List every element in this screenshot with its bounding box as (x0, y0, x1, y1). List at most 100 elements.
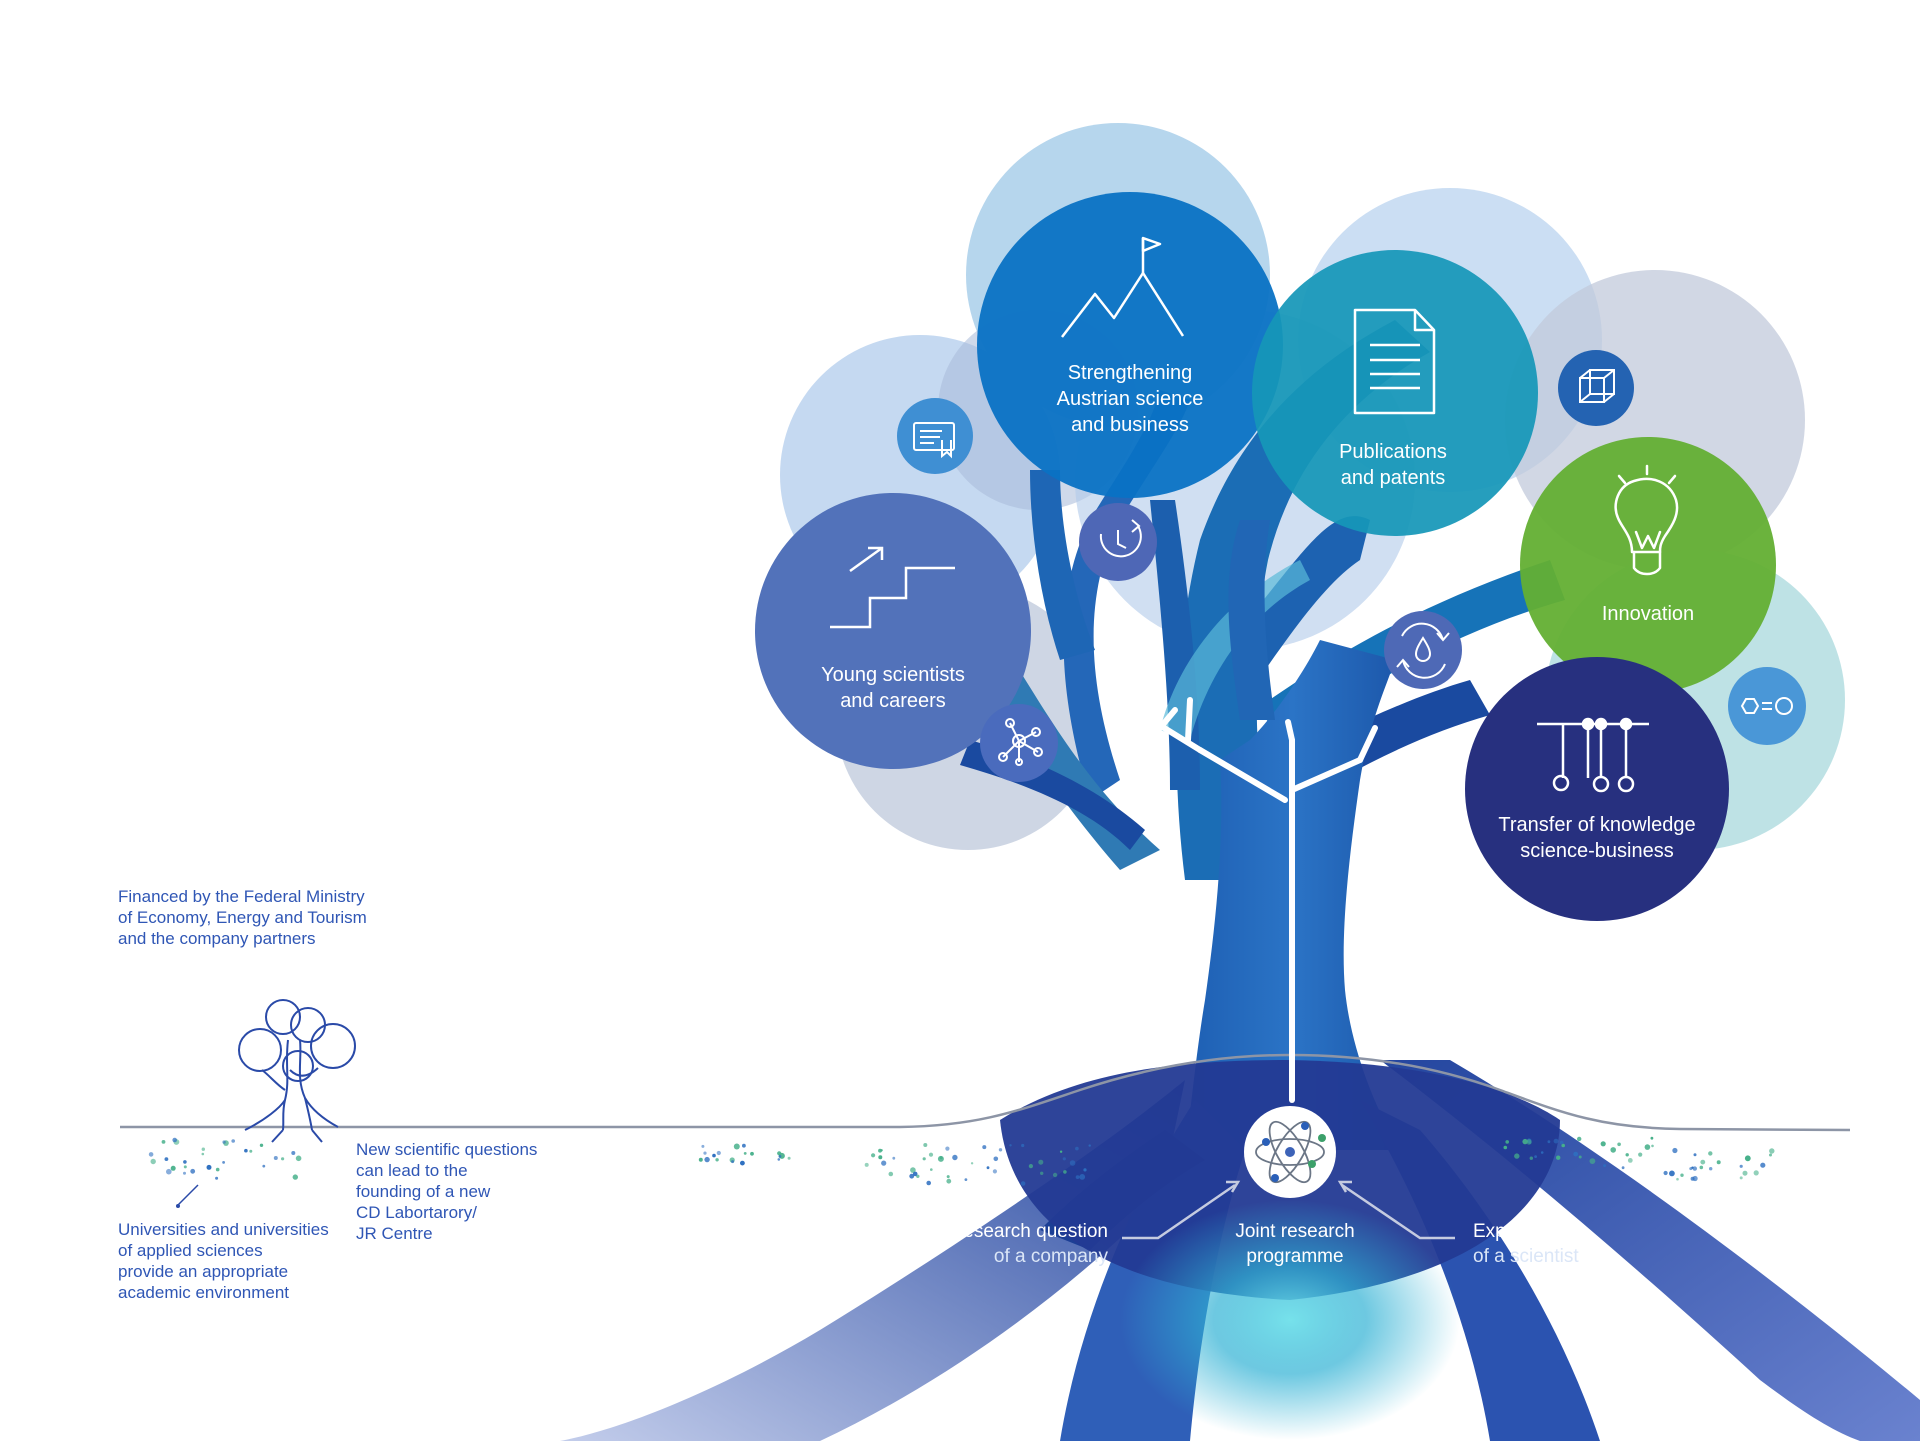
soil-dot (992, 1169, 998, 1174)
soil-dot (1052, 1172, 1058, 1178)
soil-dot (909, 1173, 915, 1179)
soil-dot (292, 1174, 298, 1180)
soil-dot (731, 1160, 735, 1164)
soil-dot (291, 1151, 296, 1155)
soil-dot (1617, 1142, 1621, 1147)
soil-dot (1079, 1174, 1086, 1180)
stairs-arrow-icon (830, 546, 955, 629)
soil-dot (787, 1156, 791, 1160)
soil-dot (281, 1157, 285, 1161)
soil-dot (1526, 1139, 1532, 1145)
soil-dot (1069, 1160, 1076, 1166)
soil-dot (1553, 1138, 1559, 1144)
soil-dot (1040, 1171, 1044, 1176)
soil-dot (1760, 1162, 1766, 1168)
soil-dot (1534, 1155, 1537, 1158)
soil-dot (946, 1178, 952, 1184)
newtons-cradle-icon (1537, 717, 1649, 793)
soil-dot (222, 1140, 226, 1144)
soil-dot (262, 1164, 266, 1168)
soil-dot (1573, 1151, 1579, 1157)
soil-dot (1708, 1151, 1713, 1156)
soil-dot (273, 1156, 278, 1160)
soil-dot (1088, 1144, 1091, 1147)
soil-dot (864, 1162, 869, 1167)
root-glow (1120, 1200, 1460, 1440)
lightbulb-icon (1614, 464, 1679, 576)
soil-dot (1503, 1145, 1508, 1150)
soil-dot (1693, 1153, 1697, 1157)
soil-dot (1075, 1146, 1079, 1151)
soil-dot (871, 1153, 876, 1158)
soil-dot (880, 1149, 883, 1152)
soil-dot (231, 1139, 235, 1143)
soil-dot (1769, 1148, 1775, 1154)
soil-dot (215, 1176, 219, 1180)
soil-dot (1059, 1150, 1063, 1153)
soil-dot (1753, 1170, 1759, 1176)
new-questions-note: New scientific questions can lead to the… (356, 1140, 538, 1243)
soil-dot (1739, 1176, 1743, 1180)
soil-dot (1769, 1153, 1772, 1157)
soil-dot (1038, 1159, 1044, 1165)
soil-dot (1589, 1158, 1596, 1164)
soil-dot (1627, 1158, 1633, 1163)
soil-dot (183, 1171, 186, 1175)
soil-dot (926, 1180, 931, 1186)
soil-dot (743, 1152, 747, 1155)
soil-dot (166, 1168, 172, 1175)
soil-dot (1621, 1166, 1625, 1170)
soil-dot (1559, 1140, 1564, 1145)
scientist-expertise-label: Expertise of a scientist (1473, 1221, 1579, 1267)
soil-dot (1744, 1155, 1751, 1162)
soil-dot (701, 1144, 705, 1148)
hexagon-equals-circle-icon (1740, 697, 1793, 715)
universities-note: Universities and universities of applied… (118, 1220, 329, 1302)
soil-dot (206, 1164, 212, 1170)
soil-dot (164, 1157, 169, 1161)
soil-dot (878, 1155, 883, 1160)
soil-dot (1610, 1147, 1616, 1153)
soil-dot (172, 1137, 177, 1143)
soil-dot (1690, 1176, 1695, 1181)
soil-dot (1700, 1159, 1706, 1165)
soil-dot (1529, 1156, 1534, 1160)
outcome-circles (755, 192, 1776, 921)
soil-dot (1514, 1153, 1520, 1159)
soil-dot (1699, 1165, 1704, 1170)
company-question-label: Research question of a company (949, 1221, 1108, 1267)
soil-dot (1578, 1155, 1582, 1159)
soil-dot (295, 1155, 302, 1162)
soil-dot (259, 1143, 264, 1148)
cube-icon (1579, 369, 1615, 403)
soil-dot (888, 1171, 894, 1177)
soil-dot (910, 1167, 916, 1173)
soil-dot (1083, 1168, 1087, 1172)
soil-dot (715, 1158, 719, 1162)
soil-dot (777, 1158, 781, 1161)
soil-dot (201, 1152, 205, 1156)
root-arrows (1122, 1180, 1455, 1240)
soil-dot (1009, 1144, 1012, 1147)
soil-dot (1676, 1177, 1679, 1181)
soil-dot (1547, 1140, 1551, 1144)
soil-dot (1062, 1157, 1066, 1161)
soil-dot (1505, 1140, 1509, 1144)
soil-dot (1063, 1170, 1067, 1174)
soil-dot (1625, 1153, 1629, 1157)
soil-dot (733, 1143, 740, 1150)
soil-dot (1075, 1175, 1080, 1179)
ground-line (120, 1053, 1851, 1132)
soil-dot (190, 1168, 196, 1174)
mountain-flag-icon (1061, 236, 1185, 338)
soil-dot (150, 1158, 156, 1165)
soil-dot (201, 1147, 205, 1151)
soil-dot (1638, 1152, 1643, 1157)
soil-dot (222, 1161, 226, 1164)
soil-dot (912, 1171, 918, 1177)
soil-dot (1663, 1170, 1668, 1176)
soil-dot (244, 1148, 248, 1153)
soil-dot (778, 1155, 782, 1158)
soil-dot (1028, 1164, 1033, 1169)
